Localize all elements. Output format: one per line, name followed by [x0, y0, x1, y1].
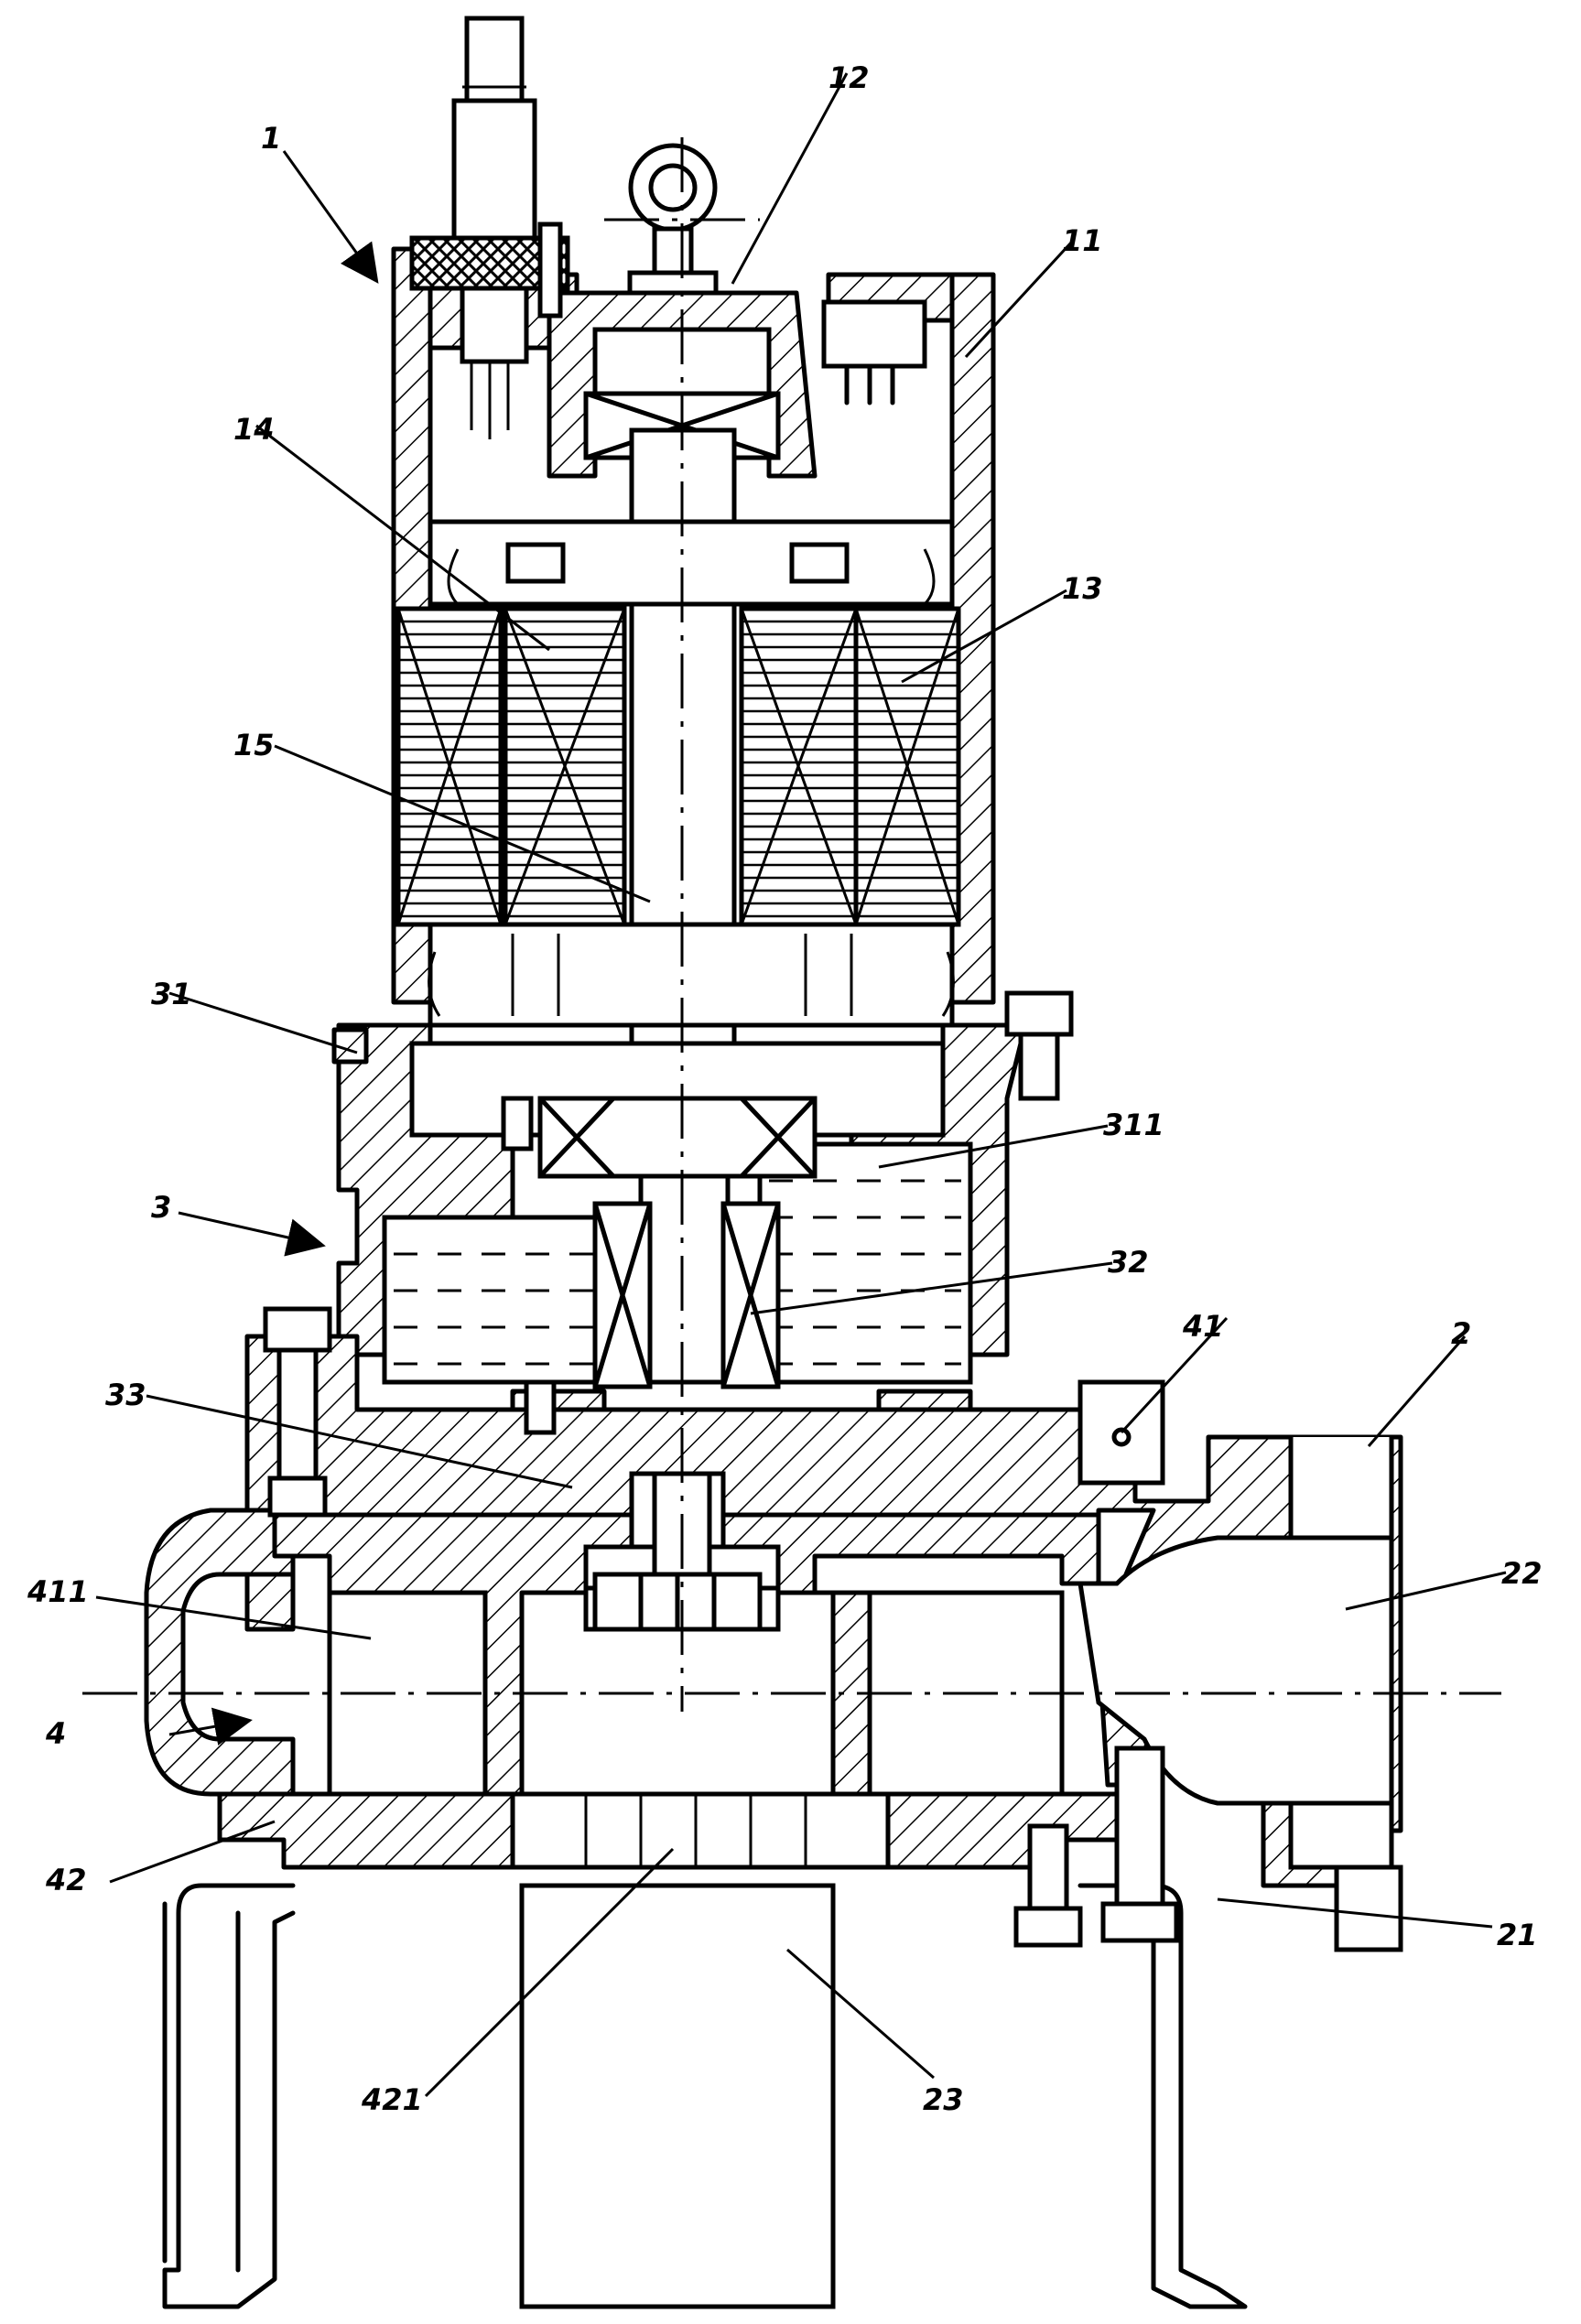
winding-end-turns-bottom — [428, 922, 955, 1028]
label-22: 22 — [1501, 1556, 1543, 1591]
mechanical-seal — [592, 1201, 781, 1389]
center-lines — [82, 137, 1501, 1712]
eye-bolt — [627, 143, 719, 296]
power-cable — [451, 16, 537, 241]
label-421: 421 — [361, 2082, 423, 2117]
label-4: 4 — [45, 1716, 66, 1751]
label-3: 3 — [151, 1190, 171, 1225]
label-15: 15 — [233, 728, 275, 762]
base-stand-right — [1077, 1883, 1248, 2309]
flow-arrows — [168, 1707, 253, 1746]
cable-gland — [409, 222, 570, 439]
label-2: 2 — [1451, 1316, 1471, 1351]
oil-screw-left — [501, 1096, 557, 1435]
label-13: 13 — [1062, 571, 1103, 606]
reference-labels: 1 12 11 14 13 15 31 311 3 32 41 2 33 22 … — [27, 60, 1543, 2117]
label-11: 11 — [1062, 223, 1103, 258]
base-stand-left — [162, 1883, 296, 2309]
label-311: 311 — [1103, 1108, 1164, 1142]
label-1: 1 — [261, 121, 281, 156]
label-23: 23 — [923, 2082, 964, 2117]
suction-pipe — [519, 1883, 836, 2309]
label-14: 14 — [233, 412, 275, 447]
label-41: 41 — [1182, 1309, 1224, 1344]
lower-motor-bearing — [537, 1096, 818, 1179]
winding-end-turns-top — [428, 519, 955, 607]
wear-plate — [217, 1791, 1165, 1870]
label-411: 411 — [27, 1574, 89, 1609]
rotor — [503, 606, 859, 927]
wear-plate-screw — [1013, 1823, 1083, 1948]
label-33: 33 — [105, 1378, 146, 1412]
label-42: 42 — [45, 1863, 87, 1897]
housing-bolt-right — [1004, 990, 1074, 1101]
flange-bolt-right — [1100, 1746, 1179, 1943]
label-12: 12 — [828, 60, 870, 95]
leader-lines — [95, 72, 1507, 2098]
label-31: 31 — [151, 977, 192, 1011]
label-21: 21 — [1497, 1918, 1538, 1952]
flange-bolt-left — [263, 1306, 332, 1518]
impeller-nut — [592, 1471, 763, 1632]
label-32: 32 — [1108, 1245, 1149, 1280]
